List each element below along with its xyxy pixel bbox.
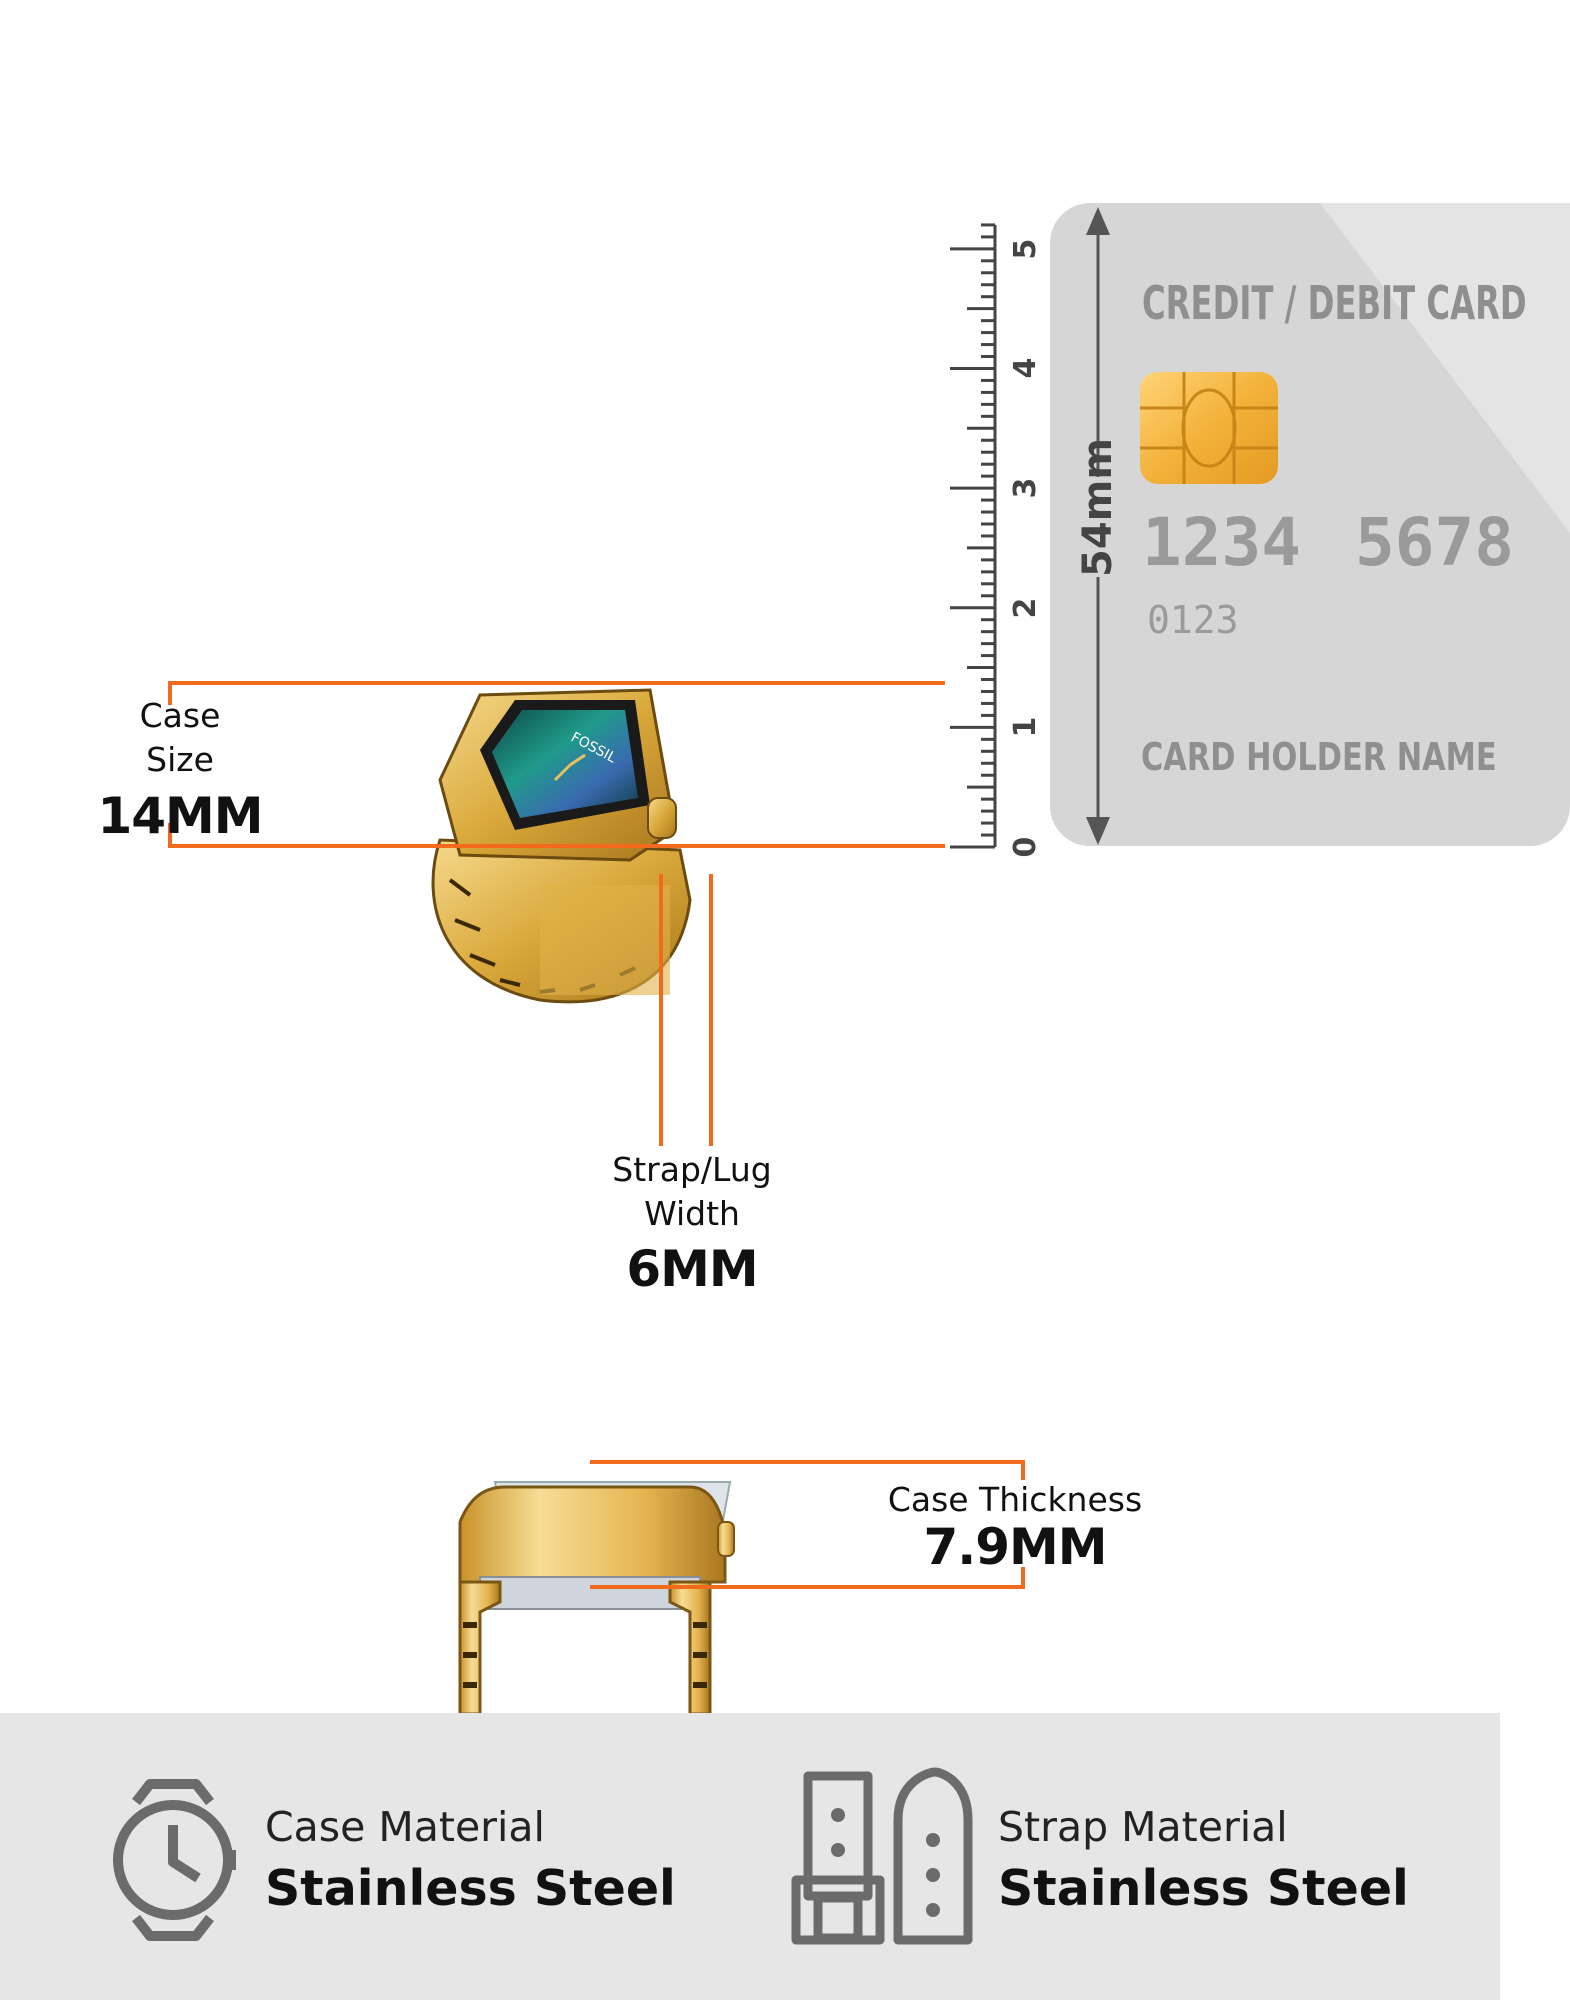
strap-material-label: Strap Material xyxy=(998,1803,1288,1851)
card-number-group-2: 5678 xyxy=(1355,504,1514,581)
strap-icon xyxy=(791,1767,973,1945)
materials-footer xyxy=(0,1713,1500,2000)
watch-case-icon xyxy=(113,1779,236,1941)
case-size-label-1: Case xyxy=(139,696,221,735)
dimension-lines xyxy=(168,681,1025,1589)
strap-width-label-2: Width xyxy=(644,1194,740,1233)
case-material-value: Stainless Steel xyxy=(265,1860,676,1917)
strap-width-value: 6MM xyxy=(626,1240,758,1298)
watch-ring-side xyxy=(458,1481,735,1716)
ruler xyxy=(950,223,997,849)
strap-material-value: Stainless Steel xyxy=(998,1860,1409,1917)
card-holder-name: CARD HOLDER NAME xyxy=(1141,735,1497,779)
card-small-number: 0123 xyxy=(1147,598,1239,642)
card-title: CREDIT / DEBIT CARD xyxy=(1142,276,1527,330)
watch-ring-front: FOSSIL xyxy=(431,688,692,1004)
case-size-value: 14MM xyxy=(97,787,263,845)
case-thickness-label: Case Thickness xyxy=(887,1480,1143,1519)
case-size-label-2: Size xyxy=(146,740,214,779)
case-material-label: Case Material xyxy=(265,1803,545,1851)
card-chip-icon xyxy=(1140,372,1278,484)
card-number-group-1: 1234 xyxy=(1142,504,1301,581)
credit-card xyxy=(1050,203,1570,846)
case-thickness-value: 7.9MM xyxy=(923,1518,1107,1576)
strap-width-label-1: Strap/Lug xyxy=(612,1150,772,1189)
